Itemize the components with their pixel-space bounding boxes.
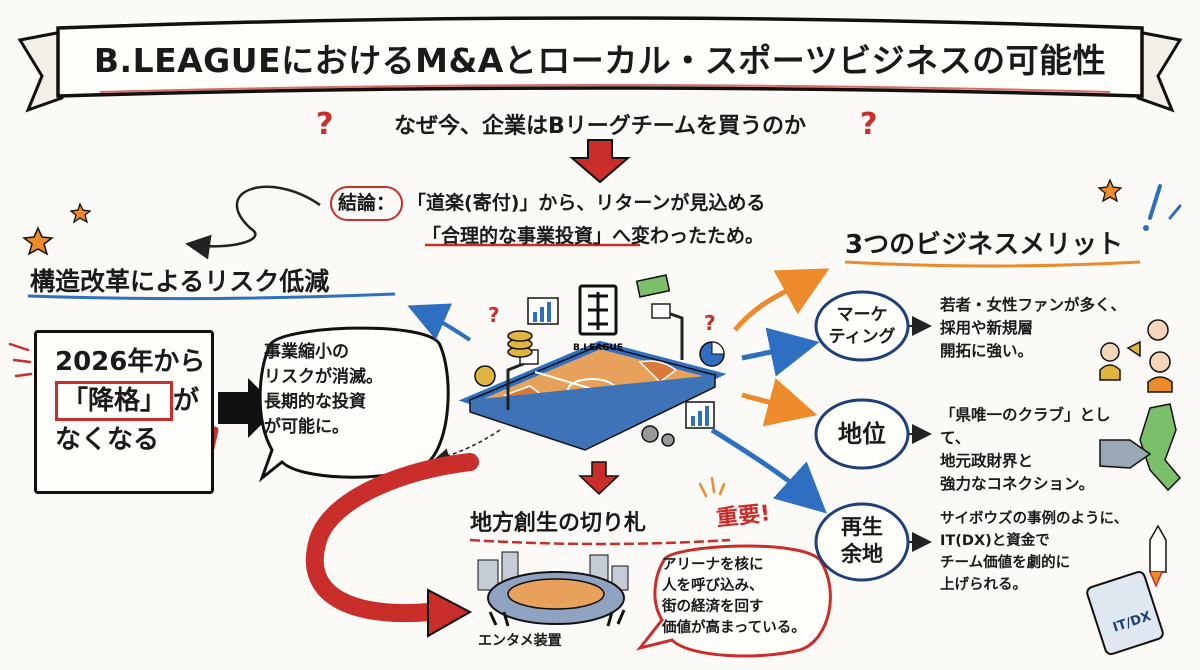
question-mark-icon: ?	[488, 303, 500, 327]
bar-chart-icon	[527, 297, 559, 325]
down-arrow-icon	[569, 139, 631, 184]
bubble-line: アリーナを核に	[662, 557, 764, 573]
sparkle-icon	[698, 476, 726, 498]
merit-text-line: 上げられる。	[940, 577, 1027, 593]
box-boxed-word: 「降格」	[55, 381, 174, 421]
merit-label-line: ティング	[828, 327, 896, 347]
basketball-hoop-icon	[651, 303, 684, 360]
merit-text-line: 開拓に強い。	[940, 342, 1034, 360]
merit-label-regen: 再生 余地	[816, 514, 908, 568]
merit-text-line: 若者・女性ファンが多く、	[940, 296, 1127, 314]
red-curve-arrow-head	[427, 588, 473, 638]
conclusion-line1: 「道楽(寄付)」から、リターンが見込める	[407, 192, 766, 214]
exclamation-icon	[1143, 184, 1182, 231]
conclusion-block: 結論：「道楽(寄付)」から、リターンが見込める 「合理的な事業投資」へ変わったた…	[330, 186, 890, 252]
gear-icon	[641, 425, 675, 447]
people-icon	[1099, 319, 1173, 393]
box-line3: なくなる	[55, 425, 160, 455]
conclusion-label: 結論：	[330, 186, 404, 221]
heading-underline	[27, 292, 396, 301]
question-mark-icon: ?	[316, 107, 333, 142]
accent-lines	[8, 342, 33, 378]
blue-arrow-icon	[710, 427, 827, 514]
down-arrow-icon	[578, 461, 620, 496]
merit-text-line: 「県唯一のクラブ」として、	[940, 406, 1111, 447]
star-icon	[1097, 178, 1123, 203]
merit-label-line: 地位	[838, 420, 886, 448]
left-heading: 構造改革によるリスク低減	[30, 267, 330, 296]
bottom-bubble-text: アリーナを核に 人を呼び込み、 街の経済を回す 価値が高まっている。	[662, 555, 822, 639]
question-text: なぜ今、企業はBリーグチームを買うのか	[393, 114, 807, 139]
merit-text-line: チーム価値を劇的に	[940, 555, 1071, 571]
merit-label-status: 地位	[816, 420, 908, 448]
bottom-heading: 地方創生の切り札	[470, 511, 647, 536]
merit-text-status: 「県唯一のクラブ」として、 地元政財界と 強力なコネクション。	[940, 404, 1140, 496]
merit-circle	[814, 502, 910, 582]
question-mark-icon: ?	[860, 107, 877, 142]
bubble-line: 長期的な投資	[264, 392, 366, 412]
box-line1: 2026年から	[55, 347, 206, 377]
merit-circle	[814, 398, 910, 470]
heading-underline	[469, 538, 731, 546]
question-mark-icon: ?	[704, 311, 716, 335]
promotion-box: 2026年から 「降格」が なくなる	[34, 330, 214, 494]
page-title: B.LEAGUEにおけるM&Aとローカル・スポーツビジネスの可能性	[93, 41, 1107, 80]
pie-chart-icon	[699, 341, 725, 367]
blue-arrow-icon	[407, 303, 472, 342]
left-bubble-text: 事業縮小の リスクが消滅。 長期的な投資 が可能に。	[264, 340, 434, 440]
curly-arrow-icon	[185, 185, 321, 260]
orange-arrow-icon	[741, 378, 818, 427]
stadium-caption: エンタメ装置	[478, 633, 562, 649]
merit-text-line: 強力なコネクション。	[940, 475, 1095, 493]
tablet-rocket-icon	[1086, 524, 1167, 655]
bleague-logo-text: B.LEAGUE	[573, 343, 623, 353]
box-line2-suffix: が	[173, 386, 200, 416]
bubble-line: 価値が高まっている。	[662, 620, 806, 636]
bubble-line: 事業縮小の	[264, 342, 349, 362]
title-ribbon	[17, 16, 1183, 113]
bubble-line: 街の経済を回す	[662, 599, 764, 615]
bubble-line: 人を呼び込み、	[662, 578, 764, 594]
heading-underline	[844, 260, 1141, 268]
bleague-logo	[578, 284, 618, 336]
merit-text-line: 採用や新規層	[940, 319, 1034, 337]
speech-bubble	[636, 544, 832, 658]
handshake-icon	[1099, 403, 1182, 492]
merit-text-line: IT(DX)と資金で	[940, 533, 1050, 549]
merit-text-line: 地元政財界と	[940, 452, 1034, 470]
coins-icon	[474, 330, 533, 387]
blue-arrow-icon	[741, 327, 820, 377]
red-curve-arrow	[305, 453, 479, 623]
merit-text-line: サイボウズの事例のように、	[940, 511, 1129, 527]
bar-chart-icon	[685, 401, 715, 429]
merit-circle	[814, 290, 910, 362]
conclusion-line2: 「合理的な事業投資」へ変わったため。	[422, 225, 765, 247]
merit-text-marketing: 若者・女性ファンが多く、 採用や新規層 開拓に強い。	[940, 294, 1140, 363]
merit-label-line: マーケ	[836, 305, 888, 325]
star-icon	[22, 226, 54, 256]
money-icon	[635, 274, 671, 298]
stadium-icon	[477, 551, 629, 627]
merit-label-line: 再生	[841, 515, 883, 539]
right-heading: 3つのビジネスメリット	[845, 230, 1124, 260]
merit-label-marketing: マーケ ティング	[816, 304, 908, 348]
merit-label-line: 余地	[841, 542, 883, 566]
bubble-line: リスクが消滅。	[264, 367, 383, 387]
important-label: 重要!	[715, 501, 772, 532]
star-icon	[69, 202, 92, 224]
orange-arrow-icon	[733, 268, 830, 332]
bubble-line: が可能に。	[264, 417, 349, 437]
basketball-court	[458, 340, 727, 451]
merit-text-regen: サイボウズの事例のように、 IT(DX)と資金で チーム価値を劇的に 上げられる…	[940, 508, 1160, 596]
